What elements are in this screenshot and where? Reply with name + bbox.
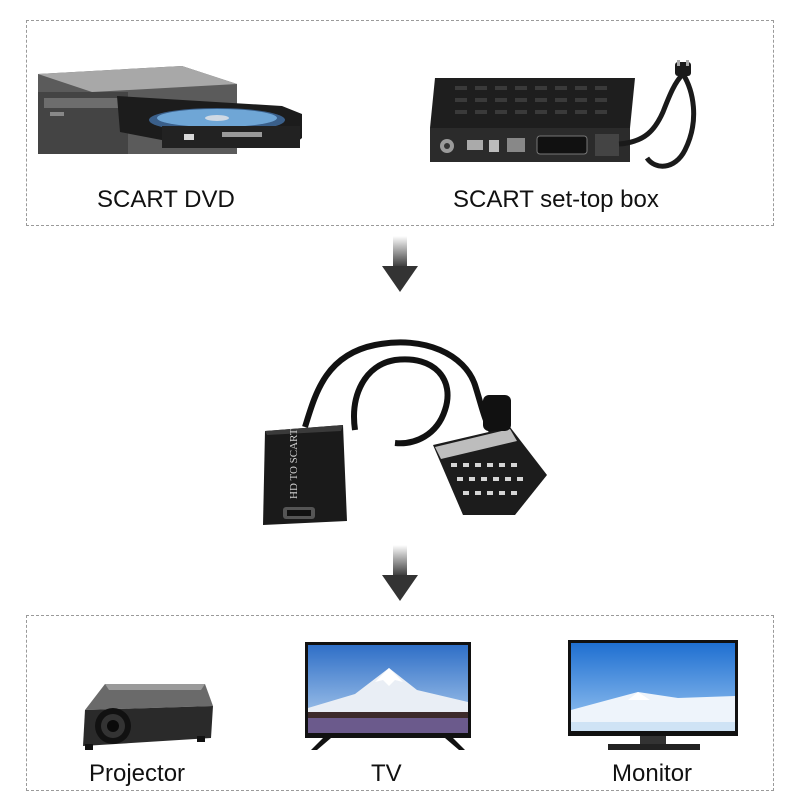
settop-label: SCART set-top box: [453, 186, 659, 213]
arrow-down-icon: [382, 236, 418, 292]
arrow-down-icon: [382, 545, 418, 601]
adapter-case-text: HD TO SCART: [288, 428, 300, 499]
projector-image: [83, 684, 213, 750]
dvd-drive-image: [38, 66, 302, 154]
monitor-label: Monitor: [612, 760, 693, 787]
projector-label: Projector: [89, 760, 186, 787]
tv-label: TV: [371, 760, 402, 787]
hd-to-scart-adapter-image: HD TO SCART: [263, 339, 547, 525]
settop-box-image: [430, 60, 697, 169]
monitor-image: [568, 640, 738, 750]
tv-image: [305, 642, 471, 750]
dvd-label: SCART DVD: [97, 186, 235, 213]
